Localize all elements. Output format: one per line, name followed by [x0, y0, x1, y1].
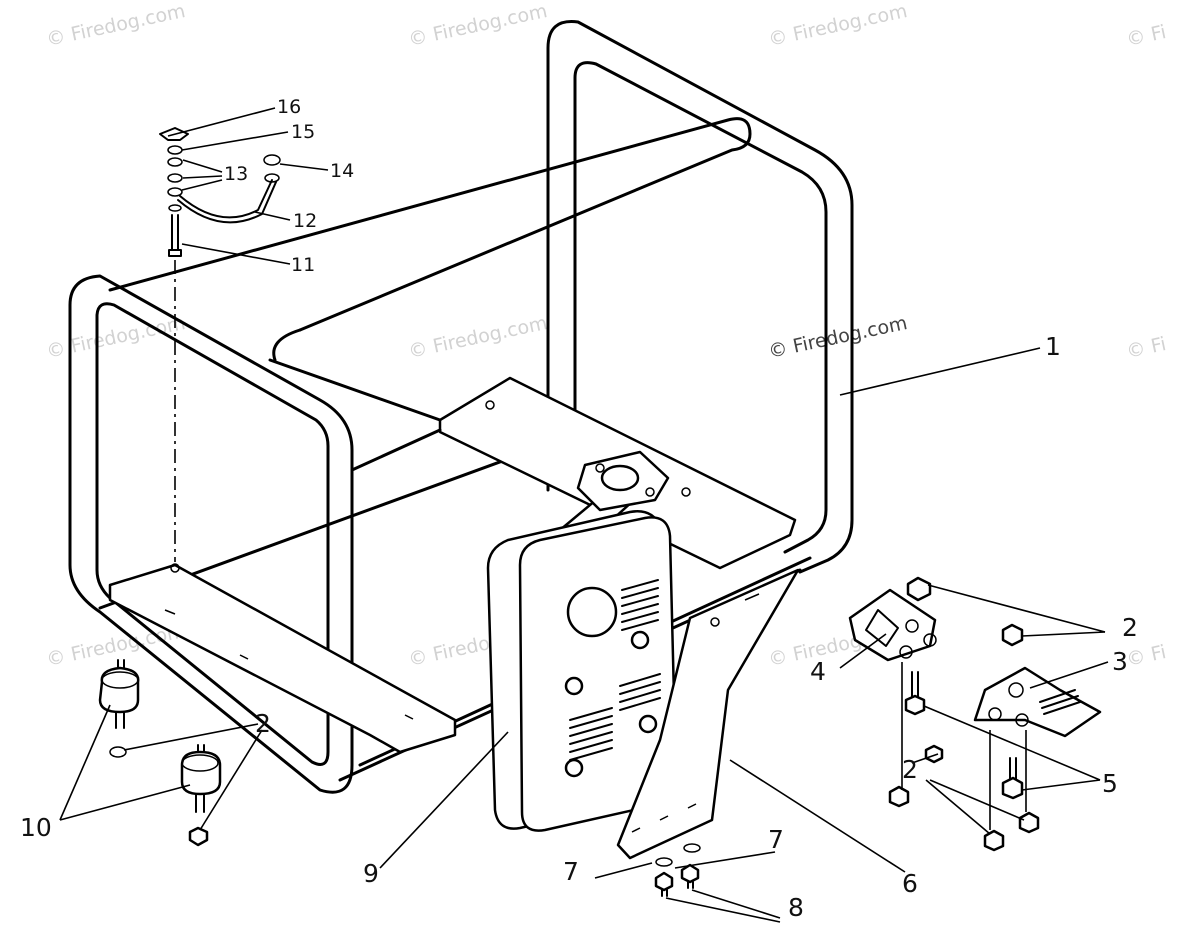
callout-7: 7 [563, 857, 579, 886]
leader-lines [59, 107, 1109, 923]
callout-labels: 1 2 3 4 5 2 6 7 7 8 9 2 10 11 12 13 14 1… [20, 96, 1138, 922]
callout-13: 13 [224, 163, 248, 185]
callout-12: 12 [293, 210, 317, 232]
ground-cable-assembly [159, 127, 281, 562]
watermark: © Firedog.com [44, 0, 187, 51]
right-mounts [848, 576, 1102, 852]
callout-5: 5 [1102, 769, 1118, 798]
callout-10: 10 [20, 813, 52, 842]
watermark: © Firedog.com [44, 312, 187, 363]
callout-7: 7 [768, 825, 784, 854]
bracket-fasteners [654, 843, 701, 897]
bracket-part [616, 568, 800, 860]
callout-11: 11 [291, 254, 315, 276]
callout-2: 2 [1122, 613, 1138, 642]
callout-6: 6 [902, 869, 918, 898]
callout-4: 4 [810, 657, 826, 686]
callout-16: 16 [277, 96, 301, 118]
watermark-dark: © Firedog.com [766, 312, 909, 363]
rubber-mounts-part [98, 659, 222, 847]
callout-2: 2 [902, 755, 918, 784]
callout-2: 2 [255, 709, 271, 738]
watermark: © Firedog.com [406, 0, 549, 51]
watermark: © Firedog.com [406, 312, 549, 363]
muffler-part [486, 450, 678, 832]
watermark: © Fi [1124, 21, 1168, 51]
callout-3: 3 [1112, 647, 1128, 676]
callout-14: 14 [330, 160, 354, 182]
frame-part [68, 20, 854, 794]
callout-15: 15 [291, 121, 315, 143]
callout-8: 8 [788, 893, 804, 922]
watermark: © Fi [1124, 641, 1168, 671]
callout-1: 1 [1045, 332, 1061, 361]
watermark: © Fi [1124, 333, 1168, 363]
watermark: © Firedog.com [766, 0, 909, 51]
callout-9: 9 [363, 859, 379, 888]
